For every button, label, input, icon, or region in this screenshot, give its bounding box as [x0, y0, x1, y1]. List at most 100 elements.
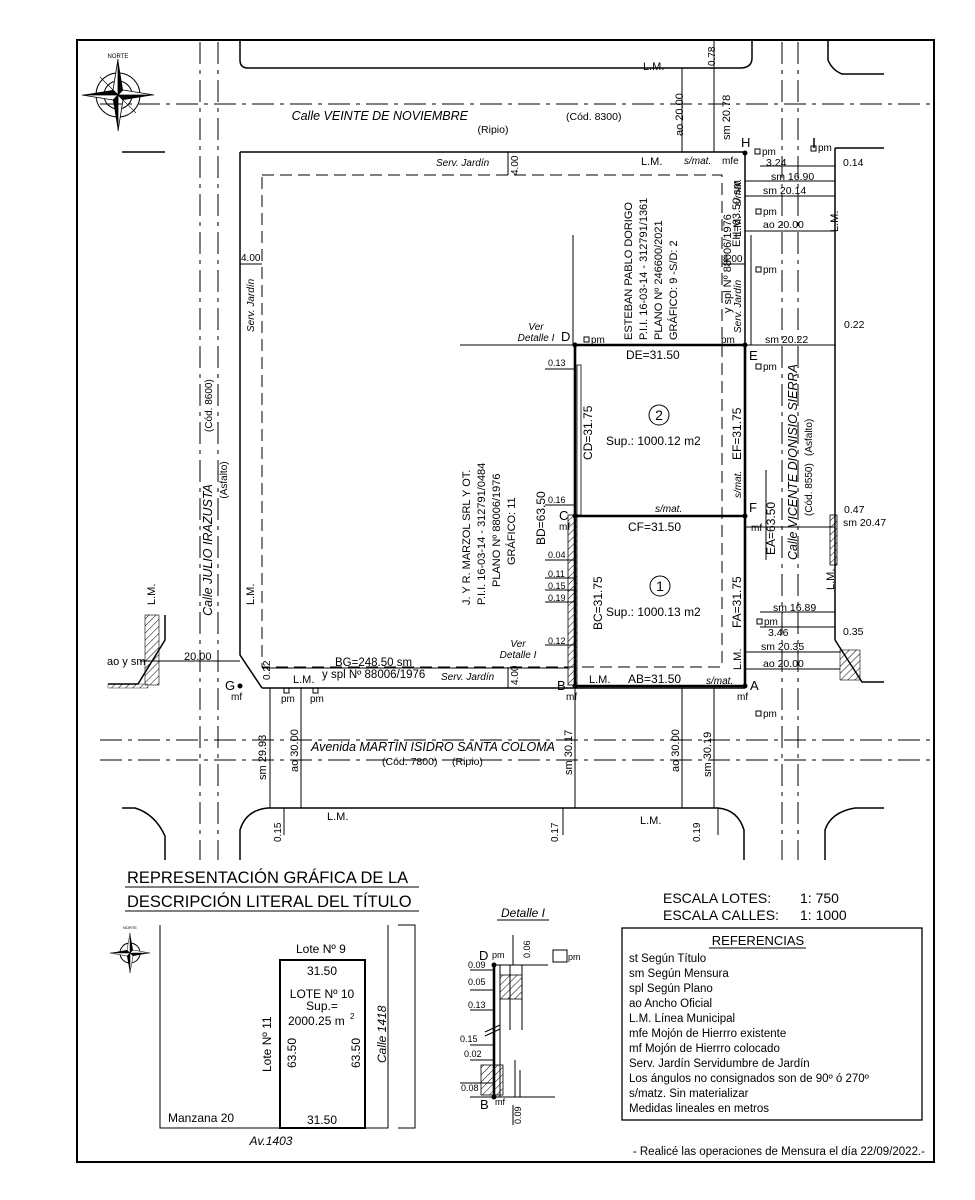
mf-b: mf [566, 692, 577, 703]
north-label: NORTE [108, 54, 129, 60]
ref-item: ao Ancho Oficial [629, 998, 712, 1010]
pm-5: pm [763, 362, 777, 373]
dim-012: 0.12 [548, 636, 566, 646]
mini-av: Av.1403 [249, 1134, 293, 1148]
dim-eh2: y spl Nº 88006/1976 [722, 214, 734, 313]
outer-frame [76, 39, 935, 1163]
dim-ao-y-sm: ao y sm [107, 656, 146, 668]
north-street-code: (Cód. 8300) [566, 111, 621, 123]
mini-lote11: Lote Nº 11 [260, 1016, 274, 1072]
detail-005: 0.05 [468, 977, 486, 987]
mini-calle: Calle 1418 [375, 1005, 389, 1063]
dim-sm1689: sm 16.89 [773, 602, 816, 614]
lm-south-1: L.M. [293, 674, 314, 686]
point-b: B [557, 678, 566, 693]
north-street-name: Calle VEINTE DE NOVIEMBRE [292, 109, 469, 123]
lm-east-2: L.M. [732, 649, 744, 670]
dim-078: 0.78 [707, 46, 718, 66]
lm-north: L.M. [641, 156, 662, 168]
west-street-surface: (Asfalto) [219, 461, 230, 498]
dim-324: 3.24 [766, 157, 787, 169]
wall-east [829, 514, 838, 566]
pm-2: pm [818, 143, 832, 154]
detail-pm-1: pm [492, 950, 505, 960]
pm-6: pm [591, 335, 605, 346]
pm-3: pm [763, 207, 777, 218]
title-line-1: REPRESENTACIÓN GRÁFICA DE LA [127, 868, 408, 887]
dim-sm1690: sm 16.90 [771, 171, 814, 183]
lot2-number: 2 [655, 407, 663, 423]
north-arrow-small-icon [109, 932, 151, 974]
detail-point-d: D [479, 948, 488, 963]
ver-detalle-bot-2: Detalle I [500, 650, 537, 661]
servj-east: Serv. Jardín [733, 279, 744, 333]
dim-ao3000-e: ao 30.00 [670, 729, 682, 772]
ver-detalle-bot-1: Ver [510, 639, 526, 650]
neighbor-ne-4: GRÁFICO: 9 -S/D: 2 [667, 240, 680, 340]
dim-400-n: 4.00 [510, 155, 521, 175]
smat-north: s/mat. [684, 156, 711, 167]
dim-ao2000-e1: ao 20.00 [763, 219, 804, 231]
neighbor-w-3: PLANO Nº 88006/1976 [491, 474, 503, 587]
detail-002: 0.02 [464, 1049, 482, 1059]
dim-ao2000-e2: ao 20.00 [763, 658, 804, 670]
south-street-surface: (Ripio) [452, 756, 483, 768]
point-h: H [741, 135, 750, 150]
references-box [621, 927, 923, 1121]
dim-035: 0.35 [843, 626, 864, 638]
smat-east-2: s/mat. [733, 471, 744, 498]
wall-west [567, 514, 578, 686]
dim-011: 0.11 [548, 569, 565, 579]
detail-009b: 0.09 [513, 1106, 523, 1124]
lm-east-3: L.M. [829, 211, 841, 232]
dim-ao2000-n: ao 20.00 [674, 93, 686, 136]
neighbor-ne-1: ESTEBAN PABLO DORIGO [623, 202, 635, 340]
detail-008: 0.08 [461, 1083, 479, 1093]
lm-south-4: L.M. [640, 815, 661, 827]
point-c: C [559, 508, 568, 523]
wall-se [839, 649, 861, 681]
point-d: D [561, 329, 570, 344]
dim-sm2014: sm 20.14 [763, 185, 806, 197]
neighbor-ne-3: PLANO Nº 246600/2021 [653, 220, 665, 340]
dim-ao3000-w: ao 30.00 [289, 729, 301, 772]
mini-area-exp: 2 [350, 1012, 355, 1021]
dim-2000-w: 20.00 [184, 651, 212, 663]
lm-south-2: L.M. [589, 674, 610, 686]
smat-cf: s/mat. [655, 504, 682, 515]
ref-item: Serv. Jardín Servidumbre de Jardín [629, 1058, 810, 1070]
ref-item: Medidas lineales en metros [629, 1103, 769, 1115]
point-a: A [750, 678, 759, 693]
footer-note: - Realicé las operaciones de Mensura el … [633, 1146, 925, 1158]
lot1-number: 1 [656, 578, 664, 594]
dim-sm2035: sm 20.35 [761, 641, 804, 653]
mf-a: mf [737, 692, 748, 703]
servj-west: Serv. Jardín [246, 278, 257, 332]
dim-400-e: 4.00 [723, 254, 743, 265]
dim-017: 0.17 [550, 822, 561, 842]
dim-014: 0.14 [843, 157, 864, 169]
detail-013: 0.13 [468, 1000, 486, 1010]
ver-detalle-top-1: Ver [528, 322, 544, 333]
ref-item: mfe Mojón de Hierrro existente [629, 1028, 786, 1040]
pm-8: pm [764, 617, 778, 628]
mf-g: mf [231, 692, 242, 703]
references-list: st Según Título sm Según Mensura spl Seg… [629, 953, 870, 1115]
mini-block [159, 924, 416, 1129]
pm-11: pm [310, 694, 324, 705]
east-street-name: Calle VICENTE DIONISIO SIERRA [786, 364, 800, 560]
pm-4: pm [763, 265, 777, 276]
mini-top: 31.50 [307, 964, 337, 978]
point-f: F [749, 500, 757, 515]
detail-point-b: B [480, 1097, 489, 1112]
dim-013: 0.13 [548, 358, 566, 368]
dim-ea: EA=63.50 [764, 502, 778, 555]
lm-west: L.M. [245, 584, 257, 605]
neighbor-w-2: P.I.I. 16-03-14 - 312791/0484 [476, 463, 488, 605]
north-street-surface: (Ripio) [478, 124, 509, 136]
mfe-label: mfe [722, 156, 739, 167]
dim-bc: BC=31.75 [591, 576, 605, 630]
east-street-code: (Cód. 8550) [804, 463, 815, 516]
survey-points [237, 150, 748, 689]
pm-10: pm [281, 694, 295, 705]
